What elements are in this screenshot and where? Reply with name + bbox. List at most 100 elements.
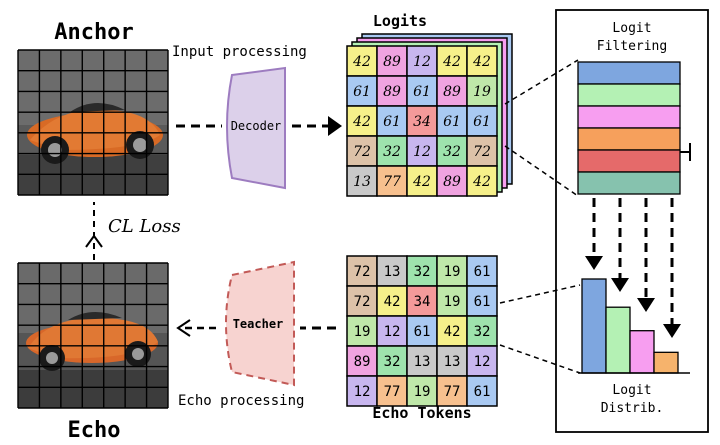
echo-token-cell-value: 19 [414,384,431,400]
logit-cell [376,45,408,77]
logit-cell [406,135,438,167]
logit-cell [466,75,498,107]
filter-arrowhead [611,278,629,292]
echo-token-cell [406,345,438,377]
echo-token-cell-value: 32 [384,354,401,370]
echo-token-cell [466,345,498,377]
logit-cell-value: 61 [353,84,371,100]
logit-distrib-title-2: Distrib. [601,401,664,416]
echo-token-cell [466,315,498,347]
echo-grid-overlay [17,262,169,409]
echo-car-image [18,263,168,408]
echo-token-cell-value: 13 [444,354,461,370]
logit-cell-value: 89 [383,84,401,100]
filter-arrowhead [663,324,681,338]
echo-token-cell-value: 32 [414,264,431,280]
echo-token-cell-value: 77 [384,384,401,400]
logit-cell [376,165,408,197]
filter-arrowhead [585,256,603,270]
logit-cell-value: 42 [352,54,371,70]
filter-bar [577,61,681,85]
logit-cell-value: 89 [443,174,461,190]
logit-cell [406,45,438,77]
logit-cell-value: 19 [473,84,491,100]
cl-loss-label: CL Loss [108,216,181,237]
logit-cell-value: 72 [353,144,371,160]
logit-filtering-title-1: Logit [612,21,651,36]
logit-cell-value: 42 [472,174,491,190]
distribution-bar [629,330,655,374]
logit-cell-value: 32 [383,144,401,160]
logit-cell-value: 42 [352,114,371,130]
logit-cell-value: 77 [383,174,401,190]
logit-cell-value: 12 [413,54,431,70]
filter-bar [577,105,681,129]
logit-cell-value: 42 [472,54,491,70]
teacher-shape [225,260,295,387]
logit-cell-value: 72 [473,144,491,160]
logit-cell-value: 34 [413,114,431,130]
echo-token-cell-value: 72 [354,264,371,280]
decoder-shape [226,66,286,190]
echo-token-cell-value: 72 [354,294,371,310]
distribution-bar [653,351,679,374]
echo-token-cell-value: 32 [474,324,491,340]
logit-cell [376,105,408,137]
echo-token-cell-value: 42 [384,294,401,310]
echo-title: Echo [68,418,121,443]
logit-filtering-title-2: Filtering [597,39,667,54]
logit-cell [436,165,468,197]
decoder-to-logits-arrowhead [328,116,342,136]
logit-cell [466,135,498,167]
logit-cell-value: 42 [442,54,461,70]
logit-cell [406,75,438,107]
echo-tokens-title: Echo Tokens [372,404,471,422]
logit-cell-value: 32 [443,144,461,160]
echo-token-cell [436,375,468,407]
echo-token-cell-value: 12 [384,324,401,340]
logit-cell [436,45,468,77]
echo-token-cell-value: 61 [474,264,491,280]
cl-loss-arrowhead [85,234,103,248]
echo-token-cell-value: 34 [414,294,431,310]
echo-token-cell [436,315,468,347]
logits-title: Logits [373,12,427,30]
input-processing-label: Input processing [172,44,307,60]
filter-bar [577,127,681,151]
logit-cell-value: 61 [443,114,461,130]
logit-cell-value: 12 [413,144,431,160]
logit-cell [436,105,468,137]
filter-bar [577,171,681,195]
echo-token-cell-value: 61 [474,294,491,310]
logit-cell [406,165,438,197]
logit-cell-value: 13 [353,174,371,190]
anchor-car-image [18,50,168,195]
logits-to-filter-line-bottom [504,145,579,197]
filter-to-distrib-arrows [585,198,681,338]
echo-token-cell-value: 13 [414,354,431,370]
tokens-to-distrib-line-top [499,284,581,304]
echo-token-cell [466,375,498,407]
logit-cell [346,105,378,137]
logit-cell-value: 89 [383,54,401,70]
echo-token-cell [436,285,468,317]
echo-token-cell [406,255,438,287]
filter-arrowhead [637,298,655,312]
logit-cell-value: 61 [383,114,401,130]
echo-token-cell [466,255,498,287]
logit-distrib-title-1: Logit [612,383,651,398]
logit-cell-value: 89 [443,84,461,100]
filter-bar [577,149,681,173]
echo-token-cell-value: 77 [444,384,461,400]
logit-cell [466,45,498,77]
anchor-title: Anchor [54,20,133,45]
echo-token-cell-value: 13 [384,264,401,280]
logit-cell-value: 42 [412,174,431,190]
echo-token-cell [406,375,438,407]
echo-token-cell [346,375,378,407]
echo-token-cell [436,255,468,287]
echo-token-cell [376,375,408,407]
